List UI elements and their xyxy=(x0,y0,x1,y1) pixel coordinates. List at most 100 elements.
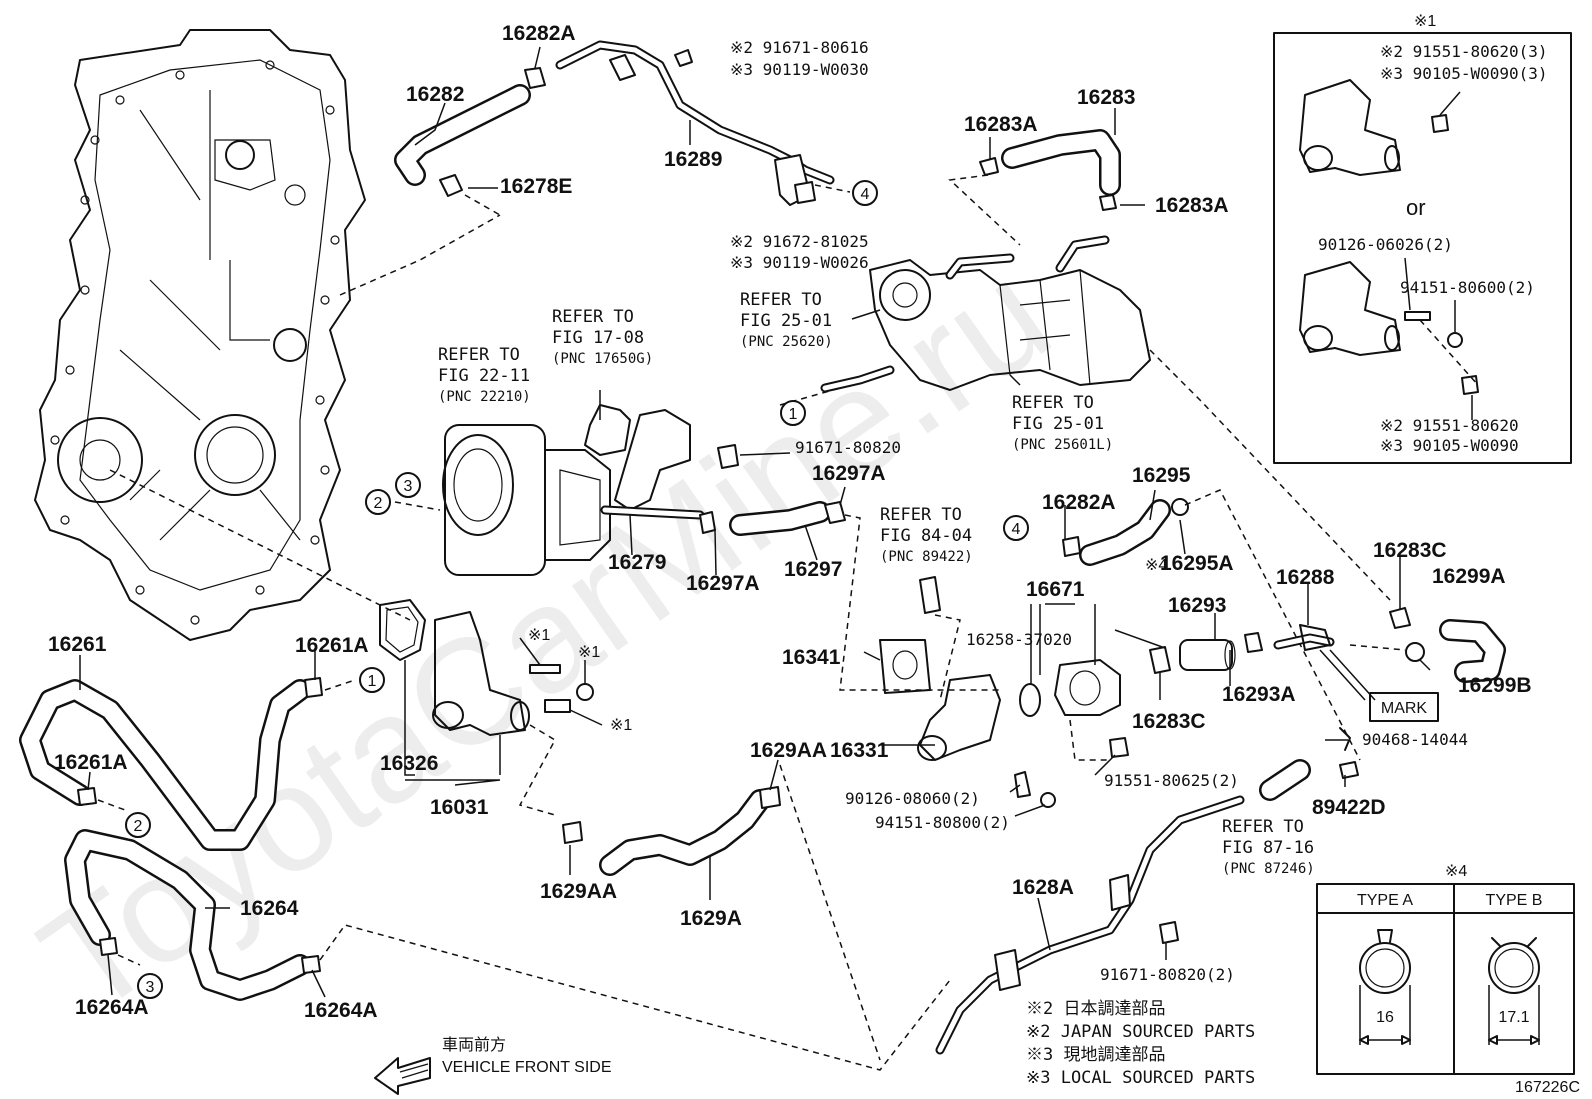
throttle-body xyxy=(442,424,611,576)
callout-3-tb: 3 xyxy=(395,472,421,498)
label-16299B: 16299B xyxy=(1458,674,1532,697)
label-16279: 16279 xyxy=(608,551,666,574)
label-16297: 16297 xyxy=(784,558,842,581)
svg-text:or: or xyxy=(1406,195,1426,220)
clip-1629AA-top xyxy=(759,786,781,809)
number-91671-80820-2: 91671-80820(2) xyxy=(1100,965,1235,984)
svg-text:REFER TO: REFER TO xyxy=(552,307,634,327)
svg-text:(PNC 25620): (PNC 25620) xyxy=(740,334,833,350)
clip-89422D xyxy=(1339,761,1359,779)
mark-box xyxy=(1369,692,1439,722)
label-16331: 16331 xyxy=(830,739,889,762)
refer-fig-22-11: REFER TO FIG 22-11 (PNC 22210) xyxy=(438,345,531,405)
pipe-1628A xyxy=(935,795,1245,1055)
gasket-16326 xyxy=(379,599,426,661)
dim-type-b: 17.1 xyxy=(1498,1009,1529,1026)
mark-label: MARK xyxy=(1381,700,1428,717)
svg-text:FIG 25-01: FIG 25-01 xyxy=(740,311,832,331)
label-16283A-right: 16283A xyxy=(1155,194,1229,217)
callout-4-mid: 4 xyxy=(1003,515,1029,541)
nut-94151 xyxy=(1040,792,1056,808)
marker-stud: ※1 xyxy=(528,627,550,644)
hose-16299A xyxy=(1439,619,1506,683)
label-16283C-bottom: 16283C xyxy=(1132,710,1206,733)
label-16283A-top: 16283A xyxy=(964,113,1038,136)
svg-text:※3 90105-W0090: ※3 90105-W0090 xyxy=(1380,436,1519,455)
label-1629AA-top: 1629AA xyxy=(750,739,827,762)
o-ring-16258 xyxy=(1019,683,1041,717)
svg-text:(PNC 89422): (PNC 89422) xyxy=(880,549,973,565)
callout-3-left: 3 xyxy=(137,973,163,999)
refer-fig-87-16: REFER TO FIG 87-16 (PNC 87246) xyxy=(1222,817,1315,877)
hose-16283 xyxy=(1001,129,1121,196)
label-16282: 16282 xyxy=(406,83,464,106)
svg-text:REFER TO: REFER TO xyxy=(438,345,520,365)
timing-chain-cover xyxy=(34,29,366,641)
callout-1-egr: 1 xyxy=(780,400,806,426)
svg-text:※2 91551-80620: ※2 91551-80620 xyxy=(1380,416,1519,435)
callout-2-tb: 2 xyxy=(365,489,391,515)
svg-text:3: 3 xyxy=(404,478,413,495)
front-jp: 車両前方 xyxy=(442,1036,506,1054)
label-16282A-mid: 16282A xyxy=(1042,491,1116,514)
refer-fig-25-01-b: REFER TO FIG 25-01 (PNC 25601L) xyxy=(1012,393,1113,453)
nut-1 xyxy=(576,683,594,701)
label-16278E: 16278E xyxy=(500,175,572,198)
svg-text:FIG 17-08: FIG 17-08 xyxy=(552,328,644,348)
clip-16264A-left xyxy=(99,937,118,956)
label-16297A-bottom: 16297A xyxy=(686,572,760,595)
note-local-jp: ※3 現地調達部品 xyxy=(1026,1045,1165,1065)
label-16293A: 16293A xyxy=(1222,683,1296,706)
refer-fig-17-08: REFER TO FIG 17-08 (PNC 17650G) xyxy=(552,307,653,367)
bolt-91671-80820-2 xyxy=(1159,921,1179,944)
figure-code: 167226C xyxy=(1515,1079,1580,1096)
clip-16297A-low xyxy=(699,511,716,534)
inset-4: ※4 TYPE A TYPE B 16 17.1 xyxy=(1316,863,1575,1075)
label-16288: 16288 xyxy=(1276,566,1335,589)
svg-text:4: 4 xyxy=(1012,521,1021,538)
dim-type-a: 16 xyxy=(1376,1009,1394,1026)
type-b-label: TYPE B xyxy=(1486,892,1543,909)
clip-16283C-bottom xyxy=(1149,646,1171,674)
clip-16264A-right xyxy=(301,955,321,974)
number-90468-14044: 90468-14044 xyxy=(1362,730,1468,749)
label-16671: 16671 xyxy=(1026,578,1085,601)
svg-text:※1: ※1 xyxy=(1414,13,1436,30)
marker-nut: ※1 xyxy=(578,644,600,661)
label-16261: 16261 xyxy=(48,633,107,656)
hose-1629A xyxy=(599,789,771,876)
water-outlet-16331 xyxy=(917,674,1001,761)
svg-text:2: 2 xyxy=(134,818,143,835)
label-1629AA-bottom: 1629AA xyxy=(540,880,617,903)
svg-text:REFER TO: REFER TO xyxy=(1222,817,1304,837)
stud-1 xyxy=(529,664,561,674)
callout-4-top: 4 xyxy=(852,180,878,206)
number-94151-80800: 94151-80800(2) xyxy=(875,813,1010,832)
clip-16282A xyxy=(524,67,546,89)
hose-16293 xyxy=(1179,639,1236,671)
number-91672-81025: ※2 91672-81025 xyxy=(730,232,869,251)
clip-90468 xyxy=(1339,727,1351,751)
bypass-pipe-16279 xyxy=(584,404,705,520)
svg-text:2: 2 xyxy=(374,495,383,512)
label-89422D: 89422D xyxy=(1312,796,1386,819)
label-16264: 16264 xyxy=(240,897,299,920)
label-16299A: 16299A xyxy=(1432,565,1506,588)
label-16261A-top: 16261A xyxy=(295,634,369,657)
label-16293: 16293 xyxy=(1168,594,1226,617)
svg-text:FIG 22-11: FIG 22-11 xyxy=(438,366,530,386)
marker-16295A: ※4 xyxy=(1145,557,1167,574)
label-16289: 16289 xyxy=(664,148,722,171)
clip-16297A-top xyxy=(824,501,846,524)
vehicle-front-arrow xyxy=(374,1057,431,1095)
stud-90126 xyxy=(1014,771,1031,798)
svg-text:(PNC 22210): (PNC 22210) xyxy=(438,389,531,405)
label-16297A-top: 16297A xyxy=(812,462,886,485)
svg-text:(PNC 17650G): (PNC 17650G) xyxy=(552,351,653,367)
number-16258-37020: 16258-37020 xyxy=(966,630,1072,649)
svg-text:※3 90105-W0090(3): ※3 90105-W0090(3) xyxy=(1380,64,1548,83)
hose-16295 xyxy=(1079,499,1171,566)
clip-16283A-top xyxy=(979,157,999,176)
bolt-16289 xyxy=(794,181,816,204)
